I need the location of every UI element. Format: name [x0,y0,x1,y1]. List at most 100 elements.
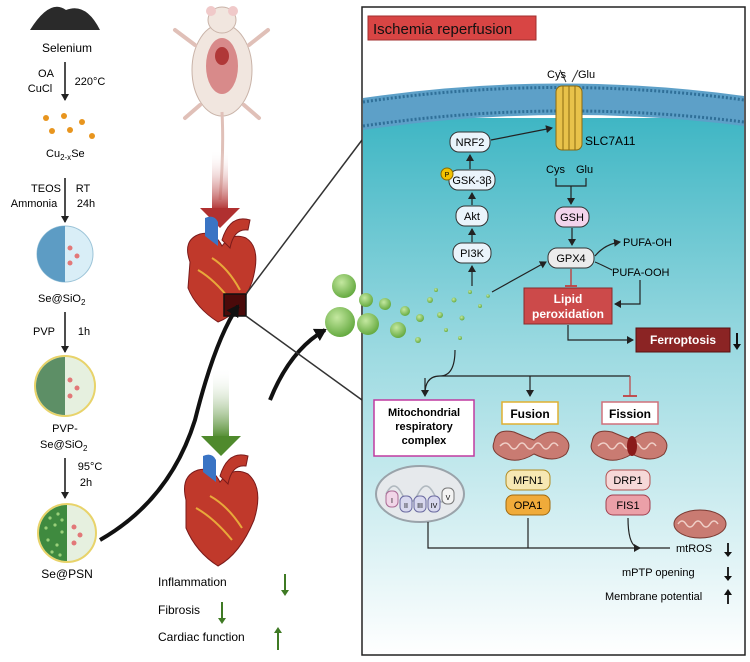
phospho-icon [440,167,454,181]
pufa-oh-label: PUFA-OH [623,237,672,249]
pi3k-box [452,242,492,264]
delivery-curved-arrow [268,328,327,401]
mito-label-1: Mitochondrial [388,407,460,419]
ferroptosis-down-arrow [733,333,741,350]
step2-rt: RT [76,183,91,195]
mito-label-2: respiratory [395,421,453,433]
mouse-icon [173,6,270,201]
pvp-label-line2: Se@SiO2 [40,439,88,453]
step4-95c: 95°C [78,461,103,473]
nrf2-label: NRF2 [456,137,485,149]
cell-membrane [362,83,745,130]
cys-glu-to-gsh-connector [555,178,587,204]
np-to-gpx4-arrow [491,261,547,293]
mfn1-box [505,469,551,491]
cu-se-nanoparticles-icon [43,113,95,139]
zoom-line-bottom [245,315,363,401]
glu-bottom: Glu [576,164,593,176]
lipid-peroxidation-box [523,287,613,325]
step2-teos: TEOS [31,183,61,195]
akt-box [455,205,489,227]
gpx4-label: GPX4 [556,253,585,265]
complex-iv: IV [431,503,438,510]
gpx4-box [547,247,595,269]
fibrosis-down-arrow [218,602,226,624]
healthy-mitochondrion-icon [673,509,727,539]
zoom-line-top [245,139,363,295]
gsh-label: GSH [560,212,584,224]
mtros-label: mtROS [676,543,712,555]
lipid-label-2: peroxidation [532,307,604,321]
mechanism-panel: Ischemia reperfusion Cys Glu SLC7A11 Cys… [325,6,746,656]
outcome-inflammation: Inflammation [158,575,227,589]
akt-label: Akt [464,211,480,223]
step3-pvp: PVP [33,326,55,338]
pi3k-label: PI3K [460,248,485,260]
cys-top: Cys [547,69,566,81]
nrf2-box [449,131,491,153]
fis1-box [605,494,651,516]
respiratory-chain-icon [375,465,465,523]
step1-oa: OA [38,68,55,80]
opa1-label: OPA1 [514,500,543,512]
pufa-ooh-label: PUFA-OOH [612,267,670,279]
membrane-potential-up-arrow [724,589,732,604]
se-psn-label: Se@PSN [41,567,93,581]
step2-24h: 24h [77,198,95,210]
cys-bottom: Cys [546,164,565,176]
mptp-label: mPTP opening [622,567,695,579]
ferroptosis-box [635,327,731,353]
fission-box [601,401,659,425]
selenium-powder-icon [30,6,100,30]
inflammation-down-arrow [281,574,289,596]
gsk3b-label: GSK-3β [452,175,491,187]
pvp-se-sio2-particle-icon [34,355,96,417]
opa1-box [505,494,551,516]
fusion-box [501,401,559,425]
slc7a11-transporter-icon [555,69,583,151]
healthy-heart-icon [184,454,259,567]
fis1-label: FIS1 [616,500,639,512]
synthesis-column: Selenium OA CuCl 220°C Cu2-xSe TEOS Ammo… [11,6,106,581]
nrf2-to-slc-arrow [490,125,553,141]
membrane-potential-label: Membrane potential [605,591,702,603]
mfn1-label: MFN1 [513,475,543,487]
se-psn-particle-icon [37,503,97,563]
gsh-box [554,206,590,228]
drp1-box [605,469,651,491]
se-sio2-particle-icon [36,225,94,283]
pufa-ooh-to-gpx4-line [594,261,613,271]
mito-label-3: complex [402,435,448,447]
glu-top: Glu [578,69,595,81]
slc7a11-label: SLC7A11 [585,134,636,148]
step1-temp: 220°C [75,76,106,88]
complex-iii: III [417,503,423,510]
treatment-curved-arrow [99,304,240,542]
fusion-label: Fusion [510,407,549,421]
mito-complex-box [373,399,475,457]
pufa-ooh-to-lipid-arrow [614,280,641,308]
lipid-label-1: Lipid [554,292,583,306]
step3-1h: 1h [78,326,90,338]
complex-v: V [446,495,451,502]
panel-title-box [367,15,537,41]
fission-label: Fission [609,407,651,421]
outcome-cardiac-function: Cardiac function [158,630,245,644]
drp1-label: DRP1 [613,475,642,487]
green-down-arrow [201,368,241,456]
step2-ammonia: Ammonia [11,198,58,210]
fusion-mitochondrion-icon [492,430,570,461]
gpx4-to-pufa-oh-arrow [594,238,621,257]
pvp-label-line1: PVP- [52,423,78,435]
outcome-fibrosis: Fibrosis [158,603,200,617]
injured-heart-icon [187,216,257,323]
complex-ii: II [404,503,408,510]
fission-mitochondrion-icon [590,430,668,461]
cardiac-function-up-arrow [274,627,282,650]
step1-cucl: CuCl [28,83,52,95]
step4-2h: 2h [80,477,92,489]
mptp-down-arrow [724,567,732,581]
se-sio2-label: Se@SiO2 [38,293,86,307]
panel-title: Ischemia reperfusion [373,21,512,38]
